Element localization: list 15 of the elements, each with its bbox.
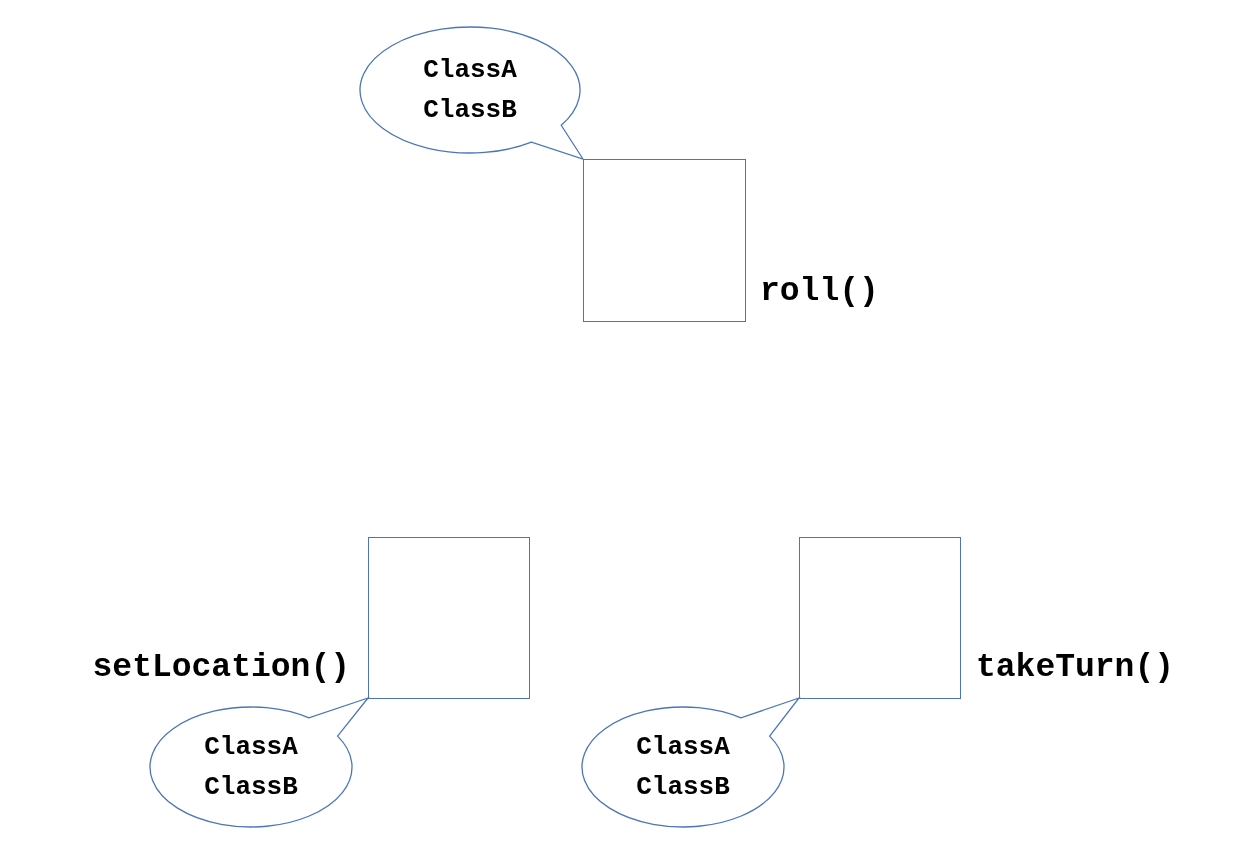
class-name: ClassA	[204, 731, 298, 764]
speech-bubble	[580, 696, 802, 830]
class-name: ClassB	[636, 771, 730, 804]
square-box	[799, 537, 961, 699]
method-label: roll()	[760, 272, 880, 312]
method-label: setLocation()	[91, 648, 350, 688]
speech-bubble	[358, 25, 586, 162]
class-name: ClassA	[636, 731, 730, 764]
speech-bubble	[148, 696, 371, 830]
class-name: ClassA	[423, 54, 517, 87]
class-name: ClassB	[423, 94, 517, 127]
class-name: ClassB	[204, 771, 298, 804]
method-label: takeTurn()	[976, 648, 1176, 688]
square-box	[368, 537, 530, 699]
square-box	[583, 159, 746, 322]
